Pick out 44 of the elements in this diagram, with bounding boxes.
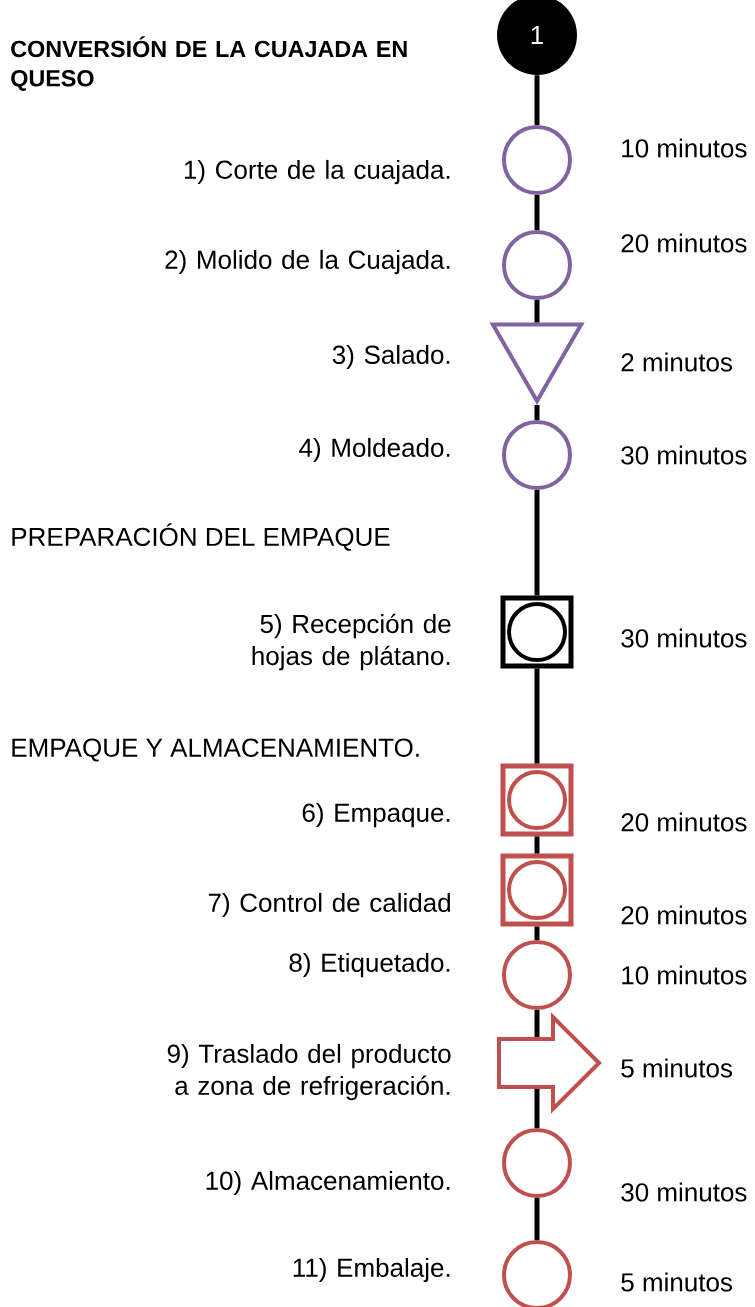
step-label: 3) Salado. <box>332 344 450 370</box>
operation-circle <box>502 940 572 1010</box>
connector-line <box>534 1089 540 1128</box>
step-label: 6) Empaque. <box>302 802 450 828</box>
operation-circle <box>502 420 572 490</box>
operation-circle <box>507 770 567 830</box>
operation-circle <box>507 602 567 662</box>
connector-line <box>534 75 540 125</box>
duration-label: 10 minutos <box>622 965 747 985</box>
step-label: 4) Moldeado. <box>299 437 450 463</box>
operation-circle <box>507 860 567 920</box>
operation-circle <box>502 230 572 300</box>
connector-line <box>534 836 540 854</box>
duration-label: 10 minutos <box>622 138 747 158</box>
step-label: 11) Embalaje. <box>293 1257 450 1283</box>
duration-label: 20 minutos <box>621 233 747 253</box>
section-heading: CONVERSIÓN DE LA CUAJADA EN QUESO <box>11 36 407 91</box>
connector-line <box>534 490 540 596</box>
operation-circle <box>502 125 572 195</box>
duration-label: 30 minutos <box>621 628 747 648</box>
section-heading: EMPAQUE Y ALMACENAMIENTO. <box>12 738 419 762</box>
step-label: 9) Traslado del producto a zona de refrigeración. <box>167 1043 451 1101</box>
duration-label: 5 minutos <box>621 1272 732 1292</box>
duration-label: 20 minutos <box>621 905 747 925</box>
duration-label: 2 minutos <box>621 352 732 372</box>
duration-label: 30 minutos <box>621 445 747 465</box>
connector-line <box>534 926 540 940</box>
step-label: 10) Almacenamiento. <box>206 1170 450 1196</box>
connector-line <box>534 405 540 420</box>
step-label: 7) Control de calidad <box>208 892 450 918</box>
connector-line <box>534 668 540 764</box>
step-label: 5) Recepción de hojas de plátano. <box>252 613 451 671</box>
connector-line <box>534 1010 540 1037</box>
connector-line <box>534 300 540 323</box>
section-heading: PREPARACIÓN DEL EMPAQUE <box>12 523 390 551</box>
duration-label: 20 minutos <box>621 812 747 832</box>
step-label: 1) Corte de la cuajada. <box>184 159 450 185</box>
operation-circle <box>502 1128 572 1198</box>
connector-line <box>534 195 540 230</box>
step-label: 2) Molido de la Cuajada. <box>165 249 450 275</box>
duration-label: 30 minutos <box>621 1182 747 1202</box>
step-label: 8) Etiquetado. <box>289 952 450 978</box>
duration-label: 5 minutos <box>621 1058 732 1078</box>
connector-line <box>534 1198 540 1240</box>
